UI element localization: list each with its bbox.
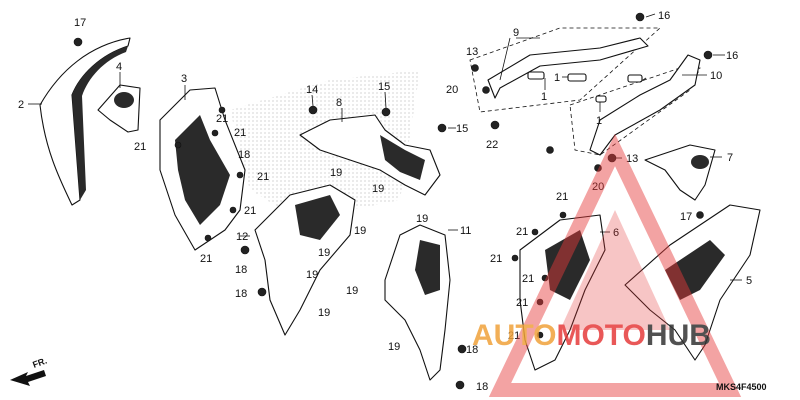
callout-19c: 19 xyxy=(354,225,366,237)
callout-17b: 17 xyxy=(680,211,692,223)
watermark: AUTOMOTOHUB xyxy=(472,133,742,397)
fasteners xyxy=(73,12,713,390)
callout-21i: 21 xyxy=(490,253,502,265)
part-12-group xyxy=(569,54,701,156)
part-8 xyxy=(254,184,356,336)
callout-11: 9 xyxy=(513,27,519,39)
callout-16b: 16 xyxy=(726,50,738,62)
callouts: 17 2 4 3 21 21 21 21 21 21 12 18 18 14 8… xyxy=(18,10,752,393)
watermark-triangle-outer xyxy=(488,133,742,397)
watermark-triangle-inner xyxy=(560,210,670,330)
callout-4: 4 xyxy=(116,61,122,73)
part-3 xyxy=(159,87,246,251)
callout-15b: 15 xyxy=(456,123,468,135)
part-2 xyxy=(39,37,131,206)
callout-19d: 19 xyxy=(318,247,330,259)
callout-21e: 21 xyxy=(244,205,256,217)
callout-21l: 21 xyxy=(508,330,520,342)
callout-18a: 18 xyxy=(235,264,247,276)
callout-5: 5 xyxy=(746,275,752,287)
callout-21k: 21 xyxy=(516,297,528,309)
watermark-text: AUTOMOTOHUB xyxy=(472,319,711,352)
part-10 xyxy=(299,114,441,196)
callout-21a: 21 xyxy=(216,113,228,125)
part-5 xyxy=(624,204,761,361)
callout-21g: 21 xyxy=(556,191,568,203)
part-6 xyxy=(519,214,606,371)
callout-20a: 20 xyxy=(446,84,458,96)
callout-18e: 18 xyxy=(238,149,250,161)
callout-21j: 21 xyxy=(522,273,534,285)
diagram-code: MKS4F4500 xyxy=(716,382,767,392)
callout-20b: 20 xyxy=(592,181,604,193)
callout-15a: 15 xyxy=(378,81,390,93)
callout-7: 7 xyxy=(727,152,733,164)
callout-13b: 13 xyxy=(626,153,638,165)
leader-lines xyxy=(28,13,742,281)
callout-21c: 21 xyxy=(134,141,146,153)
callout-19g: 19 xyxy=(416,213,428,225)
callout-10: 8 xyxy=(336,97,342,109)
callout-14: 14 xyxy=(306,84,318,96)
callout-3: 3 xyxy=(181,73,187,85)
callout-21b: 21 xyxy=(234,127,246,139)
part-11-group xyxy=(469,27,662,113)
callout-1b: 1 xyxy=(554,72,560,84)
callout-19b: 19 xyxy=(372,183,384,195)
callout-9: 11 xyxy=(460,225,471,237)
watermark-text-part2: MOTO xyxy=(556,319,645,352)
callout-2: 2 xyxy=(18,99,24,111)
watermark-text-part1: AUTO xyxy=(472,319,556,352)
callout-1a: 1 xyxy=(541,91,547,103)
callout-13a: 13 xyxy=(466,46,478,58)
callout-17: 17 xyxy=(74,17,86,29)
callout-21h: 21 xyxy=(516,226,528,238)
callout-18b: 18 xyxy=(235,288,247,300)
callout-19a: 19 xyxy=(330,167,342,179)
callout-21f: 21 xyxy=(200,253,212,265)
direction-label: FR. xyxy=(31,356,48,370)
callout-18c: 18 xyxy=(466,344,478,356)
front-direction-arrow: FR. xyxy=(10,356,48,386)
watermark-text-part3: HUB xyxy=(646,319,711,352)
part-4 xyxy=(97,84,141,133)
callout-6: 6 xyxy=(613,227,619,239)
callout-18d: 18 xyxy=(476,381,488,393)
callout-19i: 19 xyxy=(388,341,400,353)
callout-16a: 16 xyxy=(658,10,670,22)
callout-19h: 19 xyxy=(346,285,358,297)
callout-1c: 1 xyxy=(596,115,602,127)
callout-19f: 19 xyxy=(318,307,330,319)
part-7 xyxy=(644,144,716,201)
callout-22a: 22 xyxy=(486,139,498,151)
part-9 xyxy=(384,224,451,381)
callout-8: 12 xyxy=(236,231,248,243)
callout-19e: 19 xyxy=(306,269,318,281)
callout-12: 10 xyxy=(710,70,722,82)
callout-21d: 21 xyxy=(257,171,269,183)
